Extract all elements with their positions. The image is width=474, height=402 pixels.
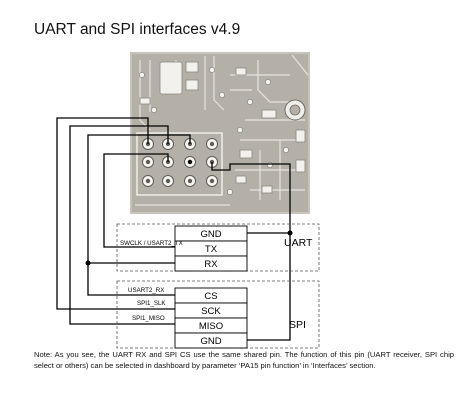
uart-pin-tx: TX	[205, 244, 218, 255]
spi-side-label-slk: SPI1_SLK	[137, 300, 166, 307]
spi-side-label-rx: USART2_RX	[128, 287, 164, 294]
uart-group-label: UART	[284, 237, 313, 249]
note-text: Note: As you see, the UART RX and SPI CS…	[34, 350, 454, 371]
wire-gnd-spi	[211, 162, 291, 341]
wire-cs	[87, 134, 191, 296]
spi-pin-cs: CS	[204, 291, 217, 302]
spi-pin-gnd: GND	[200, 336, 221, 347]
uart-pins: GND TX RX	[174, 225, 248, 272]
wire-tx	[103, 153, 175, 248]
spi-pin-miso: MISO	[199, 321, 223, 332]
uart-pin-rx: RX	[204, 259, 218, 270]
uart-side-label-tx: SWCLK / USART2_TX	[120, 240, 183, 247]
spi-pin-sck: SCK	[201, 306, 221, 317]
wiring-traces	[56, 117, 291, 341]
spi-side-label-miso: SPI1_MISO	[132, 315, 165, 322]
page-title: UART and SPI interfaces v4.9	[34, 21, 241, 38]
spi-pin-gnd-box	[174, 332, 248, 349]
wire-sck	[56, 117, 175, 310]
uart-pin-gnd: GND	[200, 229, 221, 240]
spi-group-label: SPI	[289, 319, 306, 331]
spi-pins: CS SCK MISO GND	[174, 287, 248, 349]
wire-miso	[69, 125, 175, 325]
pcb-board	[130, 52, 310, 214]
wire-junctions	[85, 159, 293, 266]
uart-pin-rx-box	[174, 255, 248, 272]
